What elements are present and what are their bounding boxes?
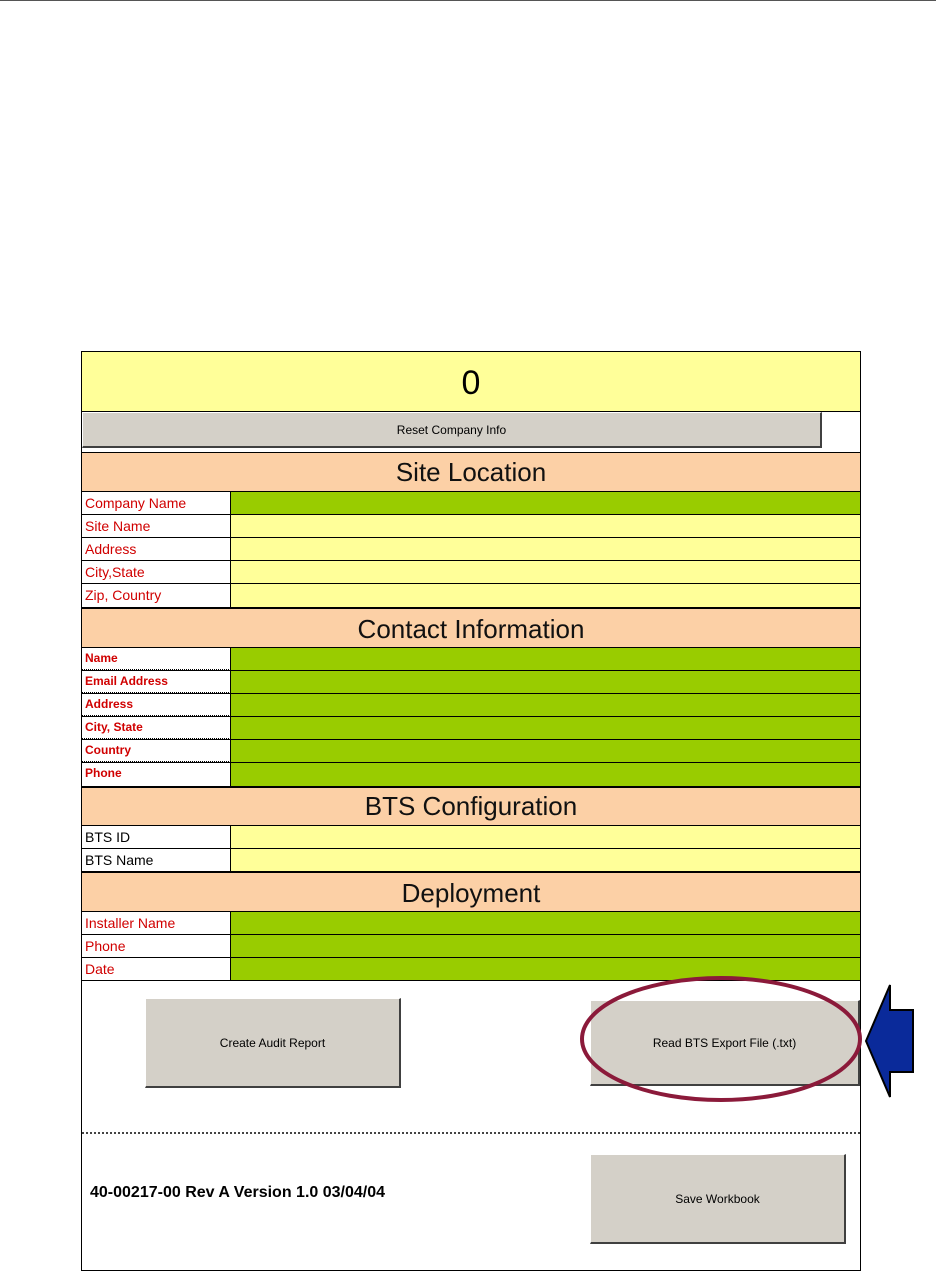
contact-row-country: Country bbox=[82, 740, 860, 763]
deploy-label: Phone bbox=[82, 935, 231, 957]
record-counter: 0 bbox=[82, 352, 860, 412]
site-row-site-name: Site Name bbox=[82, 515, 860, 538]
bts-configuration-header: BTS Configuration bbox=[82, 787, 860, 826]
contact-row-name: Name bbox=[82, 648, 860, 671]
company-info-sheet: 0 Reset Company Info Site Location Compa… bbox=[81, 351, 861, 1271]
address-field[interactable] bbox=[231, 538, 860, 560]
site-label: Zip, Country bbox=[82, 584, 231, 607]
bts-name-field[interactable] bbox=[231, 849, 860, 871]
deploy-label: Installer Name bbox=[82, 912, 231, 934]
contact-city-state-field[interactable] bbox=[231, 717, 860, 739]
email-address-field[interactable] bbox=[231, 671, 860, 693]
site-label: Site Name bbox=[82, 515, 231, 537]
installer-name-field[interactable] bbox=[231, 912, 860, 934]
company-name-field[interactable] bbox=[231, 492, 860, 514]
bts-label: BTS Name bbox=[82, 849, 231, 871]
site-label: Company Name bbox=[82, 492, 231, 514]
contact-label: Phone bbox=[82, 763, 231, 786]
site-name-field[interactable] bbox=[231, 515, 860, 537]
bts-id-field[interactable] bbox=[231, 826, 860, 848]
reset-company-info-button[interactable]: Reset Company Info bbox=[82, 412, 822, 448]
contact-row-address: Address bbox=[82, 694, 860, 717]
site-row-address: Address bbox=[82, 538, 860, 561]
create-audit-report-button[interactable]: Create Audit Report bbox=[145, 998, 401, 1088]
bts-row-id: BTS ID bbox=[82, 826, 860, 849]
contact-label: Name bbox=[82, 648, 231, 670]
version-label: 40-00217-00 Rev A Version 1.0 03/04/04 bbox=[90, 1184, 386, 1201]
contact-name-field[interactable] bbox=[231, 648, 860, 670]
section-divider bbox=[82, 1132, 860, 1134]
deployment-header: Deployment bbox=[82, 872, 860, 912]
site-label: City,State bbox=[82, 561, 231, 583]
site-row-company-name: Company Name bbox=[82, 492, 860, 515]
deploy-label: Date bbox=[82, 958, 231, 980]
contact-row-phone: Phone bbox=[82, 763, 860, 787]
date-field[interactable] bbox=[231, 958, 860, 980]
contact-label: Country bbox=[82, 740, 231, 762]
contact-label: Address bbox=[82, 694, 231, 716]
city-state-field[interactable] bbox=[231, 561, 860, 583]
site-label: Address bbox=[82, 538, 231, 560]
deploy-row-phone: Phone bbox=[82, 935, 860, 958]
contact-address-field[interactable] bbox=[231, 694, 860, 716]
bts-label: BTS ID bbox=[82, 826, 231, 848]
deploy-phone-field[interactable] bbox=[231, 935, 860, 957]
contact-row-email: Email Address bbox=[82, 671, 860, 694]
site-row-zip-country: Zip, Country bbox=[82, 584, 860, 608]
contact-country-field[interactable] bbox=[231, 740, 860, 762]
left-arrow-icon bbox=[864, 984, 914, 1098]
contact-phone-field[interactable] bbox=[231, 763, 860, 786]
bts-row-name: BTS Name bbox=[82, 849, 860, 872]
ellipse-highlight bbox=[580, 976, 862, 1102]
deploy-row-installer: Installer Name bbox=[82, 912, 860, 935]
zip-country-field[interactable] bbox=[231, 584, 860, 607]
site-location-header: Site Location bbox=[82, 452, 860, 492]
top-rule bbox=[0, 0, 936, 1]
contact-label: City, State bbox=[82, 717, 231, 739]
contact-label: Email Address bbox=[82, 671, 231, 693]
save-workbook-button[interactable]: Save Workbook bbox=[590, 1154, 846, 1244]
contact-row-city-state: City, State bbox=[82, 717, 860, 740]
deploy-row-date: Date bbox=[82, 958, 860, 981]
read-bts-export-file-button[interactable]: Read BTS Export File (.txt) bbox=[590, 1000, 860, 1086]
site-row-city-state: City,State bbox=[82, 561, 860, 584]
contact-information-header: Contact Information bbox=[82, 608, 860, 648]
